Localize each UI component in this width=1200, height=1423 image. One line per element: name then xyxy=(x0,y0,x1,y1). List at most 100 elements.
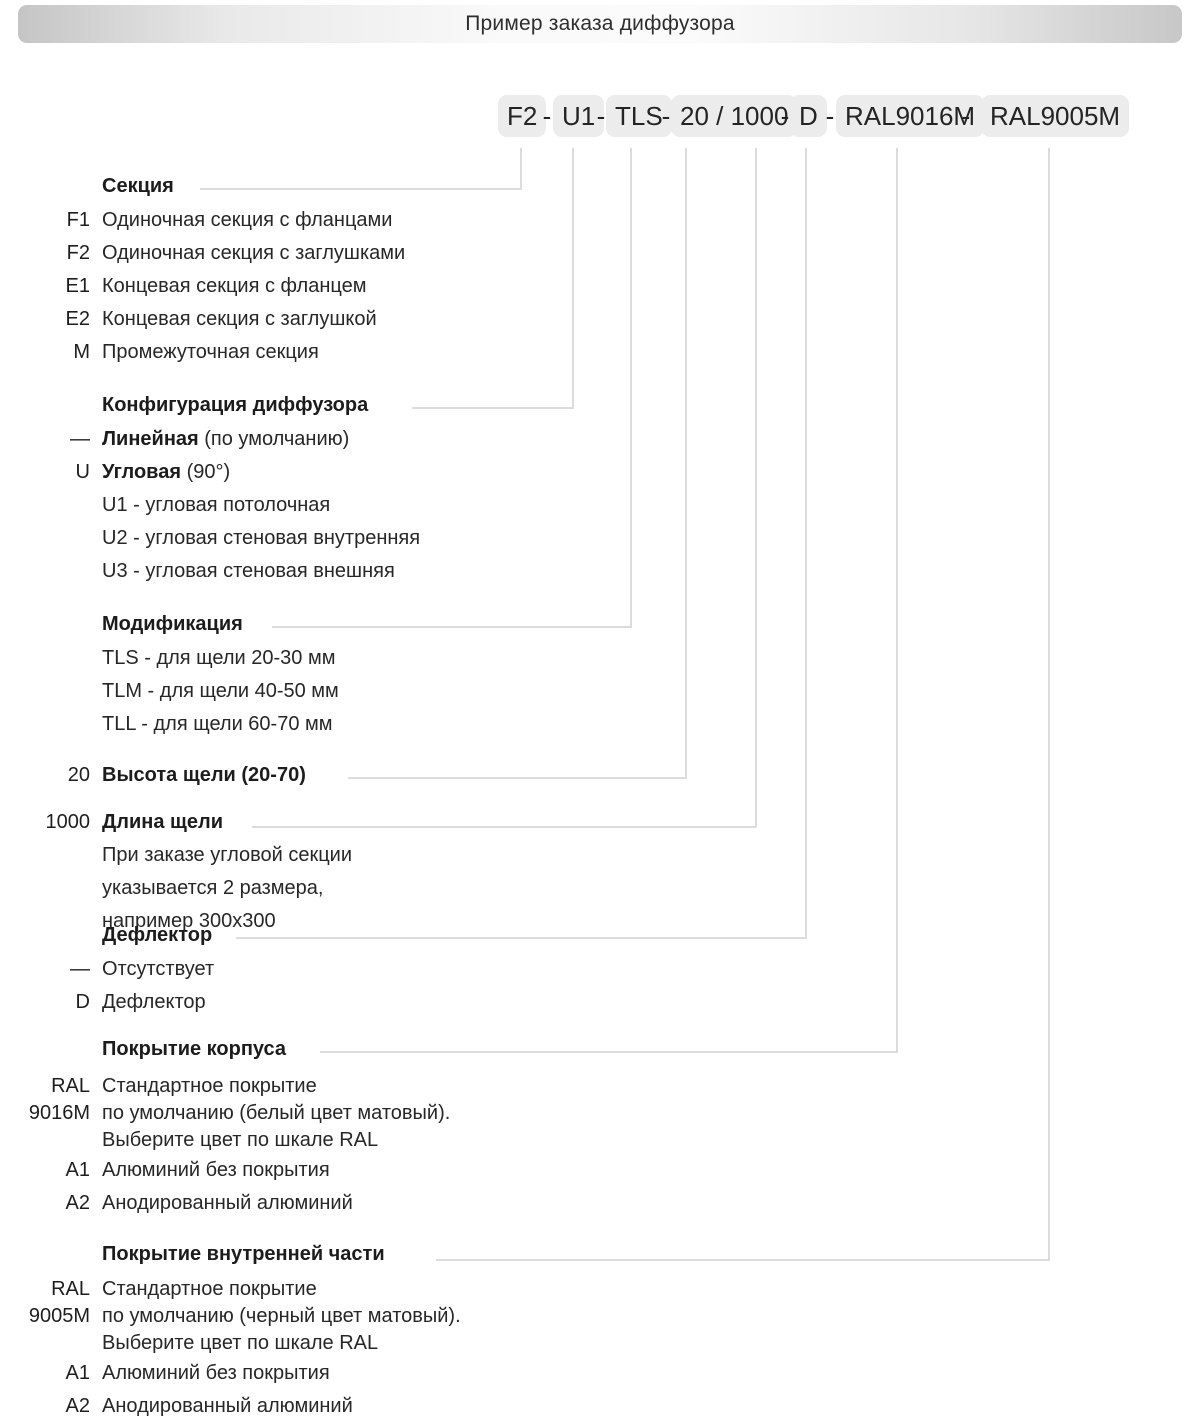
connector-line-slot-height xyxy=(685,148,687,779)
item-description: Промежуточная секция xyxy=(102,341,319,363)
connector-line-deflector xyxy=(236,937,807,939)
item-code xyxy=(0,708,90,741)
item-code: A2 xyxy=(65,1192,90,1214)
item-code: M xyxy=(73,341,90,363)
list-item: — Отсутствует xyxy=(0,953,760,986)
order-code-segment-modification: TLS xyxy=(606,95,672,137)
section-inner-coating: Покрытие внутренней части RAL 9005M Стан… xyxy=(0,1242,760,1423)
order-code-segment-body-coating: RAL9016M xyxy=(836,95,985,137)
item-code: F2 xyxy=(66,242,90,264)
order-code-separator: - xyxy=(596,100,606,131)
item-description: Концевая секция с заглушкой xyxy=(102,308,377,330)
item-code: A2 xyxy=(65,1395,90,1417)
item-description: TLS - для щели 20-30 мм xyxy=(102,647,336,669)
item-description: Концевая секция с фланцем xyxy=(102,275,367,297)
connector-line-slot-length xyxy=(252,826,757,828)
item-description: Алюминий без покрытия xyxy=(102,1362,330,1384)
list-item: TLM - для щели 40-50 мм xyxy=(0,675,760,708)
item-code: RAL 9016M xyxy=(28,1075,90,1124)
item-description: TLL - для щели 60-70 мм xyxy=(102,713,333,735)
list-item: A2 Анодированный алюминий xyxy=(0,1187,760,1220)
connector-line-body-coating xyxy=(320,1051,898,1053)
item-code: 20 xyxy=(67,764,90,786)
section-slot-length: 1000 Длина щели При заказе угловой секци… xyxy=(0,806,760,938)
note-line: например 300х300 xyxy=(102,910,276,932)
list-item: — Линейная (по умолчанию) xyxy=(0,423,760,456)
list-item: TLL - для щели 60-70 мм xyxy=(0,708,760,741)
connector-line-configuration xyxy=(572,148,574,409)
section-heading: Конфигурация диффузора xyxy=(102,394,369,416)
list-item: A1 Алюминий без покрытия xyxy=(0,1154,760,1187)
list-item: RAL 9005M Стандартное покрытие по умолча… xyxy=(0,1276,760,1357)
page-title: Пример заказа диффузора xyxy=(465,12,735,35)
item-code: RAL 9005M xyxy=(28,1278,90,1327)
item-code: E2 xyxy=(65,308,90,330)
note-line: При заказе угловой секции xyxy=(102,844,353,866)
item-code: 1000 xyxy=(45,811,91,833)
item-code xyxy=(0,555,90,588)
section-heading: Покрытие корпуса xyxy=(102,1038,287,1060)
order-code-segment-deflector: D xyxy=(790,95,827,137)
order-code-separator: - xyxy=(961,100,971,131)
item-description: Анодированный алюминий xyxy=(102,1192,353,1214)
section-body-coating: Покрытие корпуса RAL 9016M Стандартное п… xyxy=(0,1037,760,1220)
item-description: Отсутствует xyxy=(102,958,215,980)
connector-line-section xyxy=(520,148,522,190)
list-item: U2 - угловая стеновая внутренняя xyxy=(0,522,760,555)
list-item: 1000 Длина щели xyxy=(0,806,760,839)
connector-line-slot-length xyxy=(755,148,757,828)
item-code xyxy=(0,489,90,522)
section-heading: Длина щели xyxy=(102,811,224,833)
connector-line-configuration xyxy=(412,407,574,409)
item-description: Дефлектор xyxy=(102,991,206,1013)
item-code: U xyxy=(75,461,90,483)
list-item: A2 Анодированный алюминий xyxy=(0,1390,760,1423)
connector-line-deflector xyxy=(805,148,807,939)
title-bar: Пример заказа диффузора xyxy=(18,5,1182,43)
item-description: Алюминий без покрытия xyxy=(102,1159,330,1181)
item-code xyxy=(0,675,90,708)
section-heading: Покрытие внутренней части xyxy=(102,1243,385,1265)
item-description: U1 - угловая потолочная xyxy=(102,494,331,516)
item-description: Стандартное покрытие по умолчанию (белый… xyxy=(102,1075,451,1151)
item-description: U2 - угловая стеновая внутренняя xyxy=(102,527,421,549)
section-section: Секция F1 Одиночная секция с фланцами F2… xyxy=(0,174,760,369)
section-deflector: Дефлектор — Отсутствует D Дефлектор xyxy=(0,923,760,1019)
section-heading: Высота щели (20-70) xyxy=(102,764,306,786)
connector-line-modification xyxy=(272,626,632,628)
section-modification: Модификация TLS - для щели 20-30 мм TLM … xyxy=(0,612,760,741)
item-description: TLM - для щели 40-50 мм xyxy=(102,680,339,702)
item-code: A1 xyxy=(65,1159,90,1181)
connector-line-inner-coating xyxy=(1048,148,1050,1261)
order-code-separator: - xyxy=(661,100,671,131)
item-code: A1 xyxy=(65,1362,90,1384)
order-code-separator: - xyxy=(780,100,790,131)
connector-line-section xyxy=(200,188,522,190)
item-code: D xyxy=(75,991,90,1013)
connector-line-body-coating xyxy=(896,148,898,1053)
list-item: F1 Одиночная секция с фланцами xyxy=(0,204,760,237)
order-code-segment-configuration: U1 xyxy=(553,95,605,137)
item-code: — xyxy=(70,958,90,980)
list-item: U1 - угловая потолочная xyxy=(0,489,760,522)
list-item: U3 - угловая стеновая внешняя xyxy=(0,555,760,588)
section-heading: Дефлектор xyxy=(102,924,213,946)
list-item: A1 Алюминий без покрытия xyxy=(0,1357,760,1390)
item-description: U3 - угловая стеновая внешняя xyxy=(102,560,395,582)
connector-line-slot-height xyxy=(348,777,687,779)
order-code-segment-section: F2 xyxy=(498,95,547,137)
connector-line-inner-coating xyxy=(436,1259,1050,1261)
order-code-segment-inner-coating: RAL9005M xyxy=(981,95,1130,137)
item-code: F1 xyxy=(66,209,90,231)
item-description: Угловая (90°) xyxy=(102,461,231,483)
section-slot-height: 20 Высота щели (20-70) xyxy=(0,759,760,792)
item-code: E1 xyxy=(65,275,90,297)
order-code-segment-dimensions: 20 / 1000 xyxy=(671,95,798,137)
item-code xyxy=(0,642,90,675)
list-item: D Дефлектор xyxy=(0,986,760,1019)
list-item: M Промежуточная секция xyxy=(0,336,760,369)
list-item: U Угловая (90°) xyxy=(0,456,760,489)
list-item: E1 Концевая секция с фланцем xyxy=(0,270,760,303)
section-heading: Модификация xyxy=(102,613,243,635)
list-item: RAL 9016M Стандартное покрытие по умолча… xyxy=(0,1073,760,1154)
